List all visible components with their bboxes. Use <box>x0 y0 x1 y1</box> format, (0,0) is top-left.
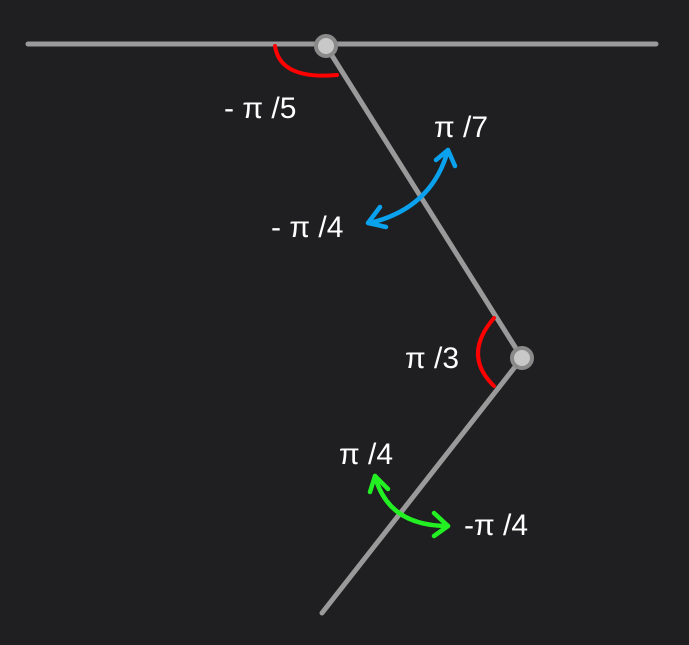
upper-max-label: π /7 <box>434 111 489 144</box>
upper-range-arrow-icon <box>365 147 458 230</box>
top-angle-label: - π /5 <box>224 92 297 125</box>
upper-segment <box>323 43 525 361</box>
lower-range-arrow-icon <box>367 473 451 539</box>
lower-max-label: π /4 <box>339 438 394 471</box>
top-joint-icon[interactable] <box>314 34 338 58</box>
middle-joint-icon[interactable] <box>510 346 534 370</box>
lower-min-label: -π /4 <box>464 509 529 542</box>
top-angle-arc <box>273 44 339 78</box>
middle-angle-arc <box>476 316 496 388</box>
middle-angle-label: π /3 <box>405 342 460 375</box>
upper-min-label: - π /4 <box>271 211 344 244</box>
lower-segment <box>319 355 525 616</box>
